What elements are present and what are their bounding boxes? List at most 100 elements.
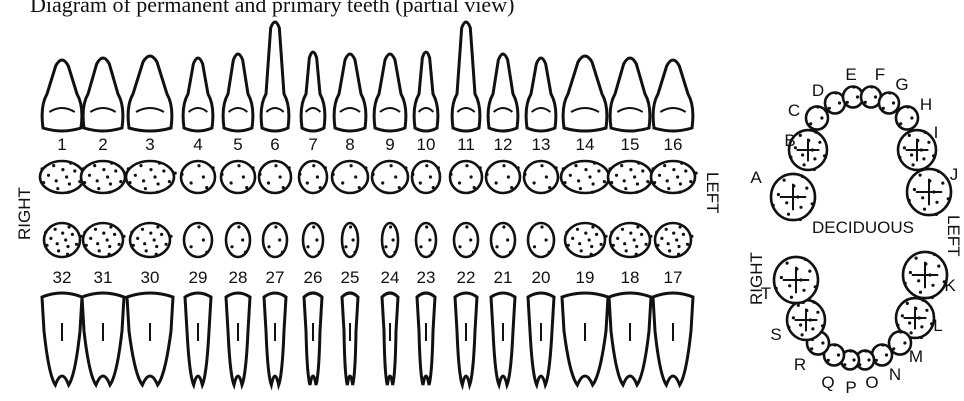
lower-tooth-number: 22: [457, 268, 476, 287]
upper-tooth-11: [452, 22, 480, 131]
deciduous-letter-F: F: [875, 65, 885, 84]
lower-tooth-number: 27: [266, 268, 285, 287]
deciduous-letter-G: G: [895, 75, 908, 94]
deciduous-left-label: LEFT: [944, 215, 963, 257]
upper-tooth-1: [42, 60, 82, 131]
upper-tooth-15: [610, 58, 650, 131]
upper-tooth-5: [223, 54, 253, 131]
upper-tooth-number: 13: [532, 135, 551, 154]
upper-tooth-number: 3: [145, 135, 154, 154]
lower-tooth-number: 17: [664, 268, 683, 287]
lower-tooth-number: 24: [381, 268, 400, 287]
lower-tooth-number: 21: [494, 268, 513, 287]
deciduous-tooth-I: [898, 130, 936, 171]
deciduous-tooth-S: [787, 300, 825, 341]
upper-occlusal-16: [651, 161, 695, 193]
upper-tooth-number: 10: [417, 135, 436, 154]
lower-permanent-teeth: [42, 293, 693, 385]
deciduous-letter-K: K: [944, 276, 956, 295]
upper-tooth-number: 2: [98, 135, 107, 154]
upper-tooth-number: 6: [270, 135, 279, 154]
upper-tooth-number: 16: [664, 135, 683, 154]
lower-tooth-number: 31: [94, 268, 113, 287]
deciduous-letter-O: O: [865, 373, 878, 392]
deciduous-letter-R: R: [794, 355, 806, 374]
upper-occlusal-1: [40, 161, 84, 193]
upper-occlusal-row: [40, 161, 698, 194]
deciduous-tooth-G: [879, 91, 899, 113]
deciduous-letter-S: S: [770, 325, 781, 344]
upper-tooth-number: 14: [576, 135, 595, 154]
upper-tooth-number: 8: [345, 135, 354, 154]
deciduous-letter-N: N: [889, 365, 901, 384]
permanent-right-label: RIGHT: [15, 187, 34, 240]
upper-tooth-3: [128, 56, 172, 131]
deciduous-letter-E: E: [845, 65, 856, 84]
upper-tooth-number: 9: [385, 135, 394, 154]
deciduous-letter-A: A: [750, 168, 762, 187]
deciduous-letter-Q: Q: [821, 373, 834, 392]
deciduous-letter-B: B: [784, 131, 795, 150]
deciduous-tooth-H: [896, 105, 918, 129]
lower-occlusal-row: [44, 223, 694, 257]
deciduous-tooth-C: [806, 105, 828, 129]
upper-tooth-number: 5: [233, 135, 242, 154]
lower-occlusal-18: [610, 223, 650, 257]
upper-tooth-number: 7: [308, 135, 317, 154]
deciduous-letter-T: T: [761, 284, 771, 303]
lower-occlusal-30: [130, 223, 170, 257]
lower-tooth-number: 26: [304, 268, 323, 287]
deciduous-letter-I: I: [934, 123, 939, 142]
lower-occlusal-17: [655, 223, 691, 257]
lower-tooth-number: 32: [53, 268, 72, 287]
upper-tooth-14: [563, 56, 607, 131]
upper-tooth-number: 1: [57, 135, 66, 154]
upper-occlusal-15: [608, 161, 652, 193]
upper-tooth-number: 15: [621, 135, 640, 154]
deciduous-tooth-T: [774, 257, 818, 304]
upper-tooth-13: [526, 58, 556, 131]
upper-occlusal-14: [561, 161, 609, 193]
upper-tooth-8: [334, 54, 366, 131]
deciduous-letter-J: J: [950, 165, 959, 184]
deciduous-tooth-A: [771, 174, 815, 221]
deciduous-tooth-K: [903, 252, 947, 299]
upper-tooth-number: 12: [494, 135, 513, 154]
lower-occlusal-31: [83, 223, 123, 257]
lower-occlusal-19: [565, 223, 605, 257]
upper-tooth-number: 4: [193, 135, 202, 154]
deciduous-letter-L: L: [933, 316, 942, 335]
permanent-left-label: LEFT: [703, 172, 722, 214]
deciduous-letter-D: D: [812, 81, 824, 100]
deciduous-letter-H: H: [920, 95, 932, 114]
upper-occlusal-3: [126, 161, 174, 193]
upper-tooth-16: [653, 60, 693, 131]
lower-tooth-number: 28: [229, 268, 248, 287]
lower-tooth-number: 29: [189, 268, 208, 287]
upper-tooth-4: [183, 58, 213, 131]
lower-occlusal-32: [44, 223, 80, 257]
upper-tooth-12: [488, 54, 518, 131]
upper-occlusal-2: [81, 161, 125, 193]
upper-tooth-9: [374, 54, 406, 131]
lower-tooth-number: 18: [621, 268, 640, 287]
upper-tooth-number: 11: [457, 135, 475, 154]
upper-permanent-teeth: [42, 22, 693, 131]
lower-tooth-numbers: 32 31 30 29 28 27 26 25 24 23 22 21 20 19 18 17: [53, 268, 683, 287]
lower-tooth-number: 25: [341, 268, 360, 287]
upper-tooth-7: [301, 52, 325, 131]
upper-tooth-10: [414, 52, 438, 131]
deciduous-letter-M: M: [909, 347, 923, 366]
lower-tooth-number: 20: [532, 268, 551, 287]
upper-tooth-6: [261, 22, 289, 131]
deciduous-center-label: DECIDUOUS: [812, 218, 914, 237]
lower-tooth-number: 19: [576, 268, 595, 287]
lower-tooth-number: 30: [141, 268, 160, 287]
lower-tooth-number: 23: [417, 268, 436, 287]
deciduous-letter-P: P: [845, 378, 856, 397]
deciduous-tooth-J: [907, 169, 951, 216]
deciduous-letter-C: C: [788, 101, 800, 120]
